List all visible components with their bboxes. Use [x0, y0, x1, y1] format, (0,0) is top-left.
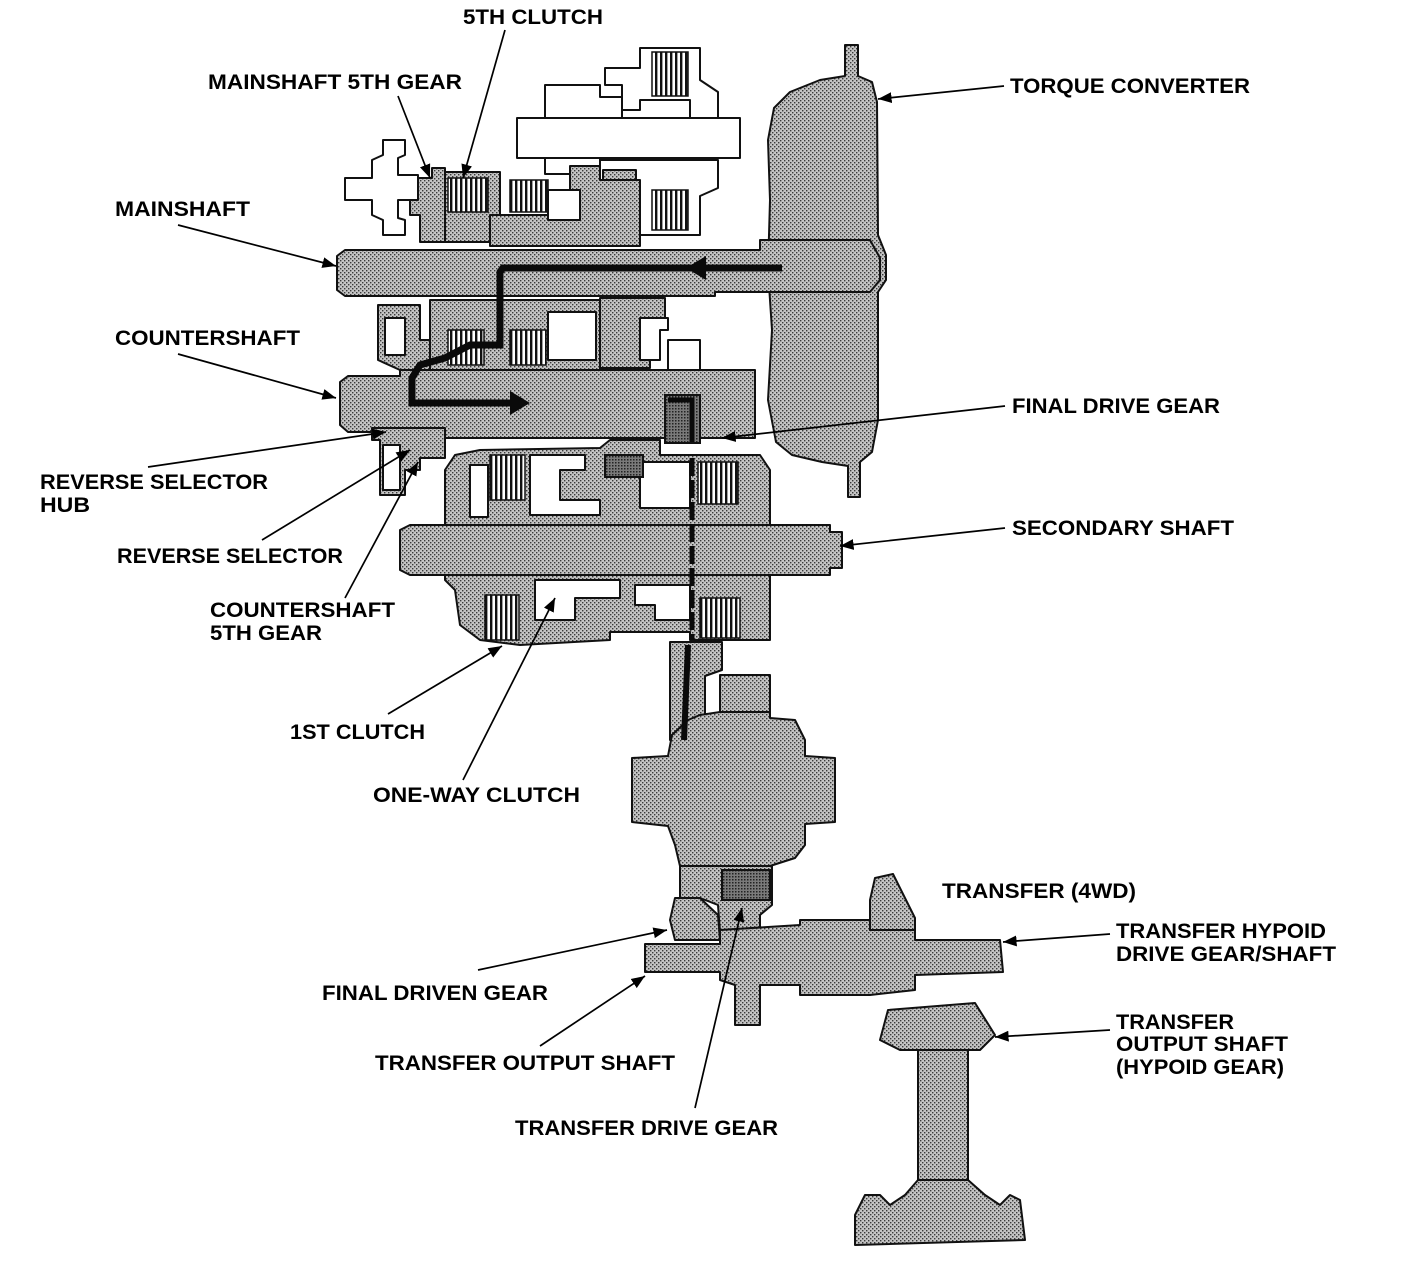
label-transfer-drive-gear: TRANSFER DRIVE GEAR	[515, 1117, 778, 1140]
upper-clutch-pack-bottom	[651, 189, 689, 231]
clutch-pack-upper-mid	[509, 179, 549, 213]
label-countershaft-5th-gear-line2: 5TH GEAR	[210, 622, 322, 645]
label-reverse-selector: REVERSE SELECTOR	[117, 545, 343, 568]
secondary-clutch-pack-4	[699, 597, 741, 639]
upper-shaft	[516, 117, 741, 159]
secondary-web-1	[469, 464, 489, 518]
label-one-way-clutch: ONE-WAY CLUTCH	[373, 784, 580, 807]
leader-transfer-output-shaft-hypoid	[994, 1029, 1111, 1042]
hypoid-output-flange	[854, 1179, 1026, 1246]
mainshaft-idler-gear	[344, 139, 419, 236]
power-flow-arrow-mainshaft	[686, 256, 706, 280]
label-mainshaft-5th-gear: MAINSHAFT 5TH GEAR	[208, 71, 462, 94]
leader-mainshaft-5th-gear	[397, 95, 431, 179]
final-driven-gear-lower	[669, 897, 721, 941]
label-reverse-selector-hub-line1: REVERSE SELECTOR	[40, 471, 268, 494]
differential-shape	[631, 711, 836, 867]
label-1st-clutch: 1ST CLUTCH	[290, 721, 425, 744]
label-transfer-output-hypoid-line1: TRANSFER	[1116, 1011, 1234, 1034]
leader-transfer-hypoid-drive-gear	[1002, 933, 1111, 947]
hypoid-gear-shape	[879, 1002, 996, 1051]
label-countershaft-5th-gear-line1: COUNTERSHAFT	[210, 599, 395, 622]
secondary-gear-dark	[604, 454, 644, 478]
leader-torque-converter	[877, 85, 1005, 104]
transfer-output-shaft-shape	[644, 919, 1004, 1026]
leader-transfer-drive-gear	[694, 907, 745, 1109]
fifth-clutch-pack	[447, 177, 489, 213]
mid-clutch-piston	[547, 311, 597, 361]
power-flow-path-upper	[408, 264, 782, 407]
reverse-selector-shape	[382, 444, 401, 491]
leader-one-way-clutch	[462, 597, 556, 781]
leader-reverse-selector	[261, 449, 411, 541]
mainshaft-5th-gear-shape	[409, 167, 446, 243]
transfer-drive-gear-shape	[721, 869, 771, 901]
label-transfer-output-hypoid-line3: (HYPOID GEAR)	[1116, 1056, 1284, 1079]
differential-top-block	[719, 674, 771, 713]
label-transfer-output-shaft: TRANSFER OUTPUT SHAFT	[375, 1052, 675, 1075]
leader-countershaft	[177, 353, 337, 400]
upper-gear-block	[544, 84, 623, 119]
mid-spacer	[667, 339, 701, 373]
leader-reverse-selector-hub	[147, 428, 387, 468]
label-mainshaft: MAINSHAFT	[115, 198, 250, 221]
power-flow-arrow-countershaft	[510, 391, 530, 415]
clutch-drum-right	[489, 165, 641, 247]
label-transfer-4wd: TRANSFER (4WD)	[942, 880, 1136, 903]
leader-countershaft-5th-gear	[344, 461, 419, 599]
one-way-clutch-shape	[534, 579, 621, 621]
secondary-clutch-pack-2	[697, 461, 739, 505]
countershaft-shape	[339, 369, 756, 439]
label-transfer-hypoid-line1: TRANSFER HYPOID	[1116, 920, 1326, 943]
mid-gear-right-web	[639, 317, 669, 361]
secondary-clutch-pack-1	[489, 454, 526, 501]
secondary-web-2	[529, 454, 601, 516]
secondary-web-3	[639, 461, 691, 509]
label-5th-clutch: 5TH CLUTCH	[463, 6, 603, 29]
secondary-shaft-shape	[399, 524, 843, 576]
first-clutch-pack	[484, 594, 520, 641]
label-secondary-shaft: SECONDARY SHAFT	[1012, 517, 1234, 540]
transfer-hypoid-drive-gear-shape	[869, 873, 916, 931]
label-transfer-hypoid-line2: DRIVE GEAR/SHAFT	[1116, 943, 1336, 966]
label-final-driven-gear: FINAL DRIVEN GEAR	[322, 982, 548, 1005]
clutch-piston-upper	[547, 189, 581, 221]
power-flow-final-drive	[668, 397, 695, 442]
power-flow-differential	[681, 644, 691, 741]
leader-final-drive-gear	[721, 405, 1006, 442]
leader-final-driven-gear	[477, 927, 668, 971]
leader-5th-clutch	[461, 29, 506, 179]
label-final-drive-gear: FINAL DRIVE GEAR	[1012, 395, 1220, 418]
label-reverse-selector-hub-line2: HUB	[40, 494, 90, 517]
leader-mainshaft	[177, 224, 337, 268]
hypoid-output-shaft	[917, 1049, 969, 1181]
mid-gear-left-web	[384, 317, 406, 356]
label-transfer-output-hypoid-line2: OUTPUT SHAFT	[1116, 1033, 1288, 1056]
label-torque-converter: TORQUE CONVERTER	[1010, 75, 1250, 98]
upper-clutch-pack-top	[651, 51, 689, 97]
leader-transfer-output-shaft	[539, 975, 646, 1047]
leader-secondary-shaft	[839, 527, 1006, 550]
mid-clutch-pack-right	[509, 329, 547, 366]
leader-1st-clutch	[387, 645, 503, 715]
label-countershaft: COUNTERSHAFT	[115, 327, 300, 350]
